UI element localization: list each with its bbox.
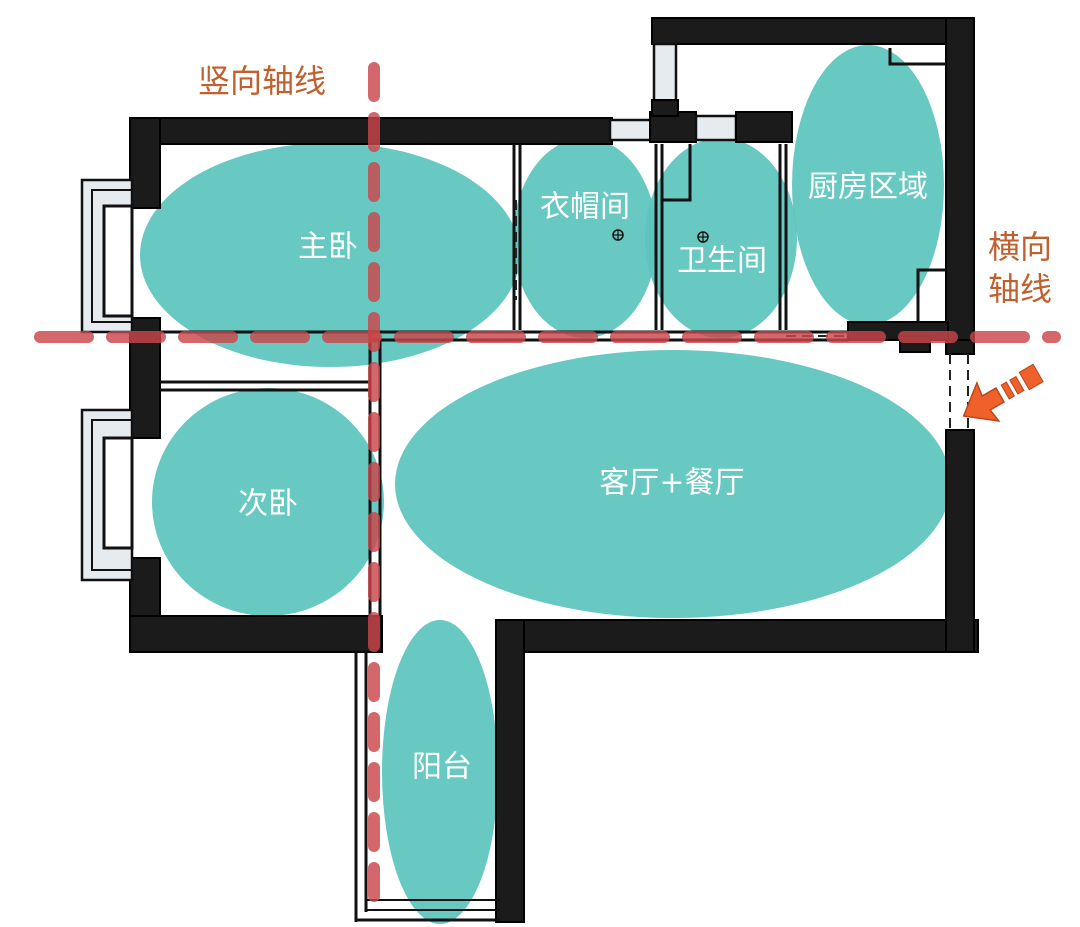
bay-windows — [80, 178, 134, 582]
zone-label-closet: 衣帽间 — [540, 190, 630, 225]
zone-closet — [513, 138, 657, 338]
zone-labels: 主卧 衣帽间 卫生间 厨房区域 次卧 客厅+餐厅 阳台 — [238, 170, 928, 785]
axis-lines — [34, 62, 1061, 921]
zone-label-living-dining: 客厅+餐厅 — [599, 466, 744, 501]
zone-label-second-bedroom: 次卧 — [238, 487, 298, 522]
zone-living-dining — [395, 350, 951, 618]
floor-drain-icons — [612, 229, 709, 243]
horizontal-axis-label-line1: 横向 — [988, 228, 1052, 266]
zone-second-bedroom — [152, 388, 384, 616]
floor-drain-icon — [612, 229, 624, 241]
entry-arrow-icon — [962, 363, 1044, 423]
zone-bathroom — [645, 138, 797, 338]
horizontal-axis-label-line2: 轴线 — [988, 270, 1052, 308]
zone-label-kitchen: 厨房区域 — [808, 170, 928, 205]
zones — [140, 45, 951, 924]
zone-label-master-bedroom: 主卧 — [298, 230, 358, 265]
zone-master-bedroom — [140, 143, 520, 367]
zone-balcony — [382, 620, 498, 924]
zone-label-balcony: 阳台 — [412, 750, 472, 785]
zone-kitchen — [792, 45, 944, 325]
floor-drain-icon — [697, 231, 709, 243]
zone-label-bathroom: 卫生间 — [677, 244, 767, 279]
vertical-axis-label: 竖向轴线 — [198, 62, 326, 100]
